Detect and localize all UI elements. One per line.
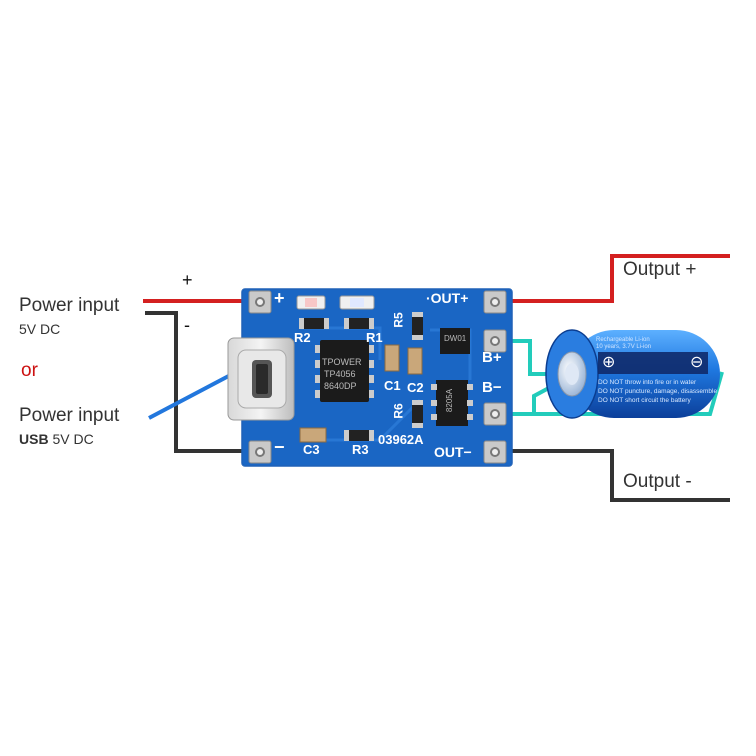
capacitor-c3 — [299, 427, 327, 443]
battery-plus-symbol: ⊕ — [602, 354, 616, 371]
input-blue-wire — [148, 368, 241, 420]
pcb-board — [241, 288, 513, 467]
board-code-label: 03962A — [378, 432, 424, 447]
chip-code-label: 8640DP — [324, 381, 357, 391]
power-input-2-label: Power input — [19, 405, 120, 426]
board-r5-label: R5 — [391, 312, 406, 328]
board-r3-label: R3 — [352, 442, 369, 457]
tp4056-chip — [315, 340, 374, 402]
board-pad-plus-label: + — [274, 288, 285, 308]
pad-b-plus[interactable] — [483, 329, 507, 353]
or-label: or — [21, 360, 38, 381]
pad-b-minus[interactable] — [483, 402, 507, 426]
board-c2-label: C2 — [407, 380, 424, 395]
chip-brand-label: TPOWER — [322, 357, 362, 367]
battery-warning-2: DO NOT puncture, damage, disassemble — [598, 388, 718, 395]
pad-in-minus[interactable] — [248, 440, 272, 464]
capacitor-c1 — [384, 344, 400, 372]
dw01-chip — [440, 328, 470, 354]
input-black-wire — [145, 311, 258, 453]
board-c1-label: C1 — [384, 378, 401, 393]
board-r2-label: R2 — [294, 330, 311, 345]
usb-label: USB — [19, 431, 49, 447]
board-out-minus-label: OUT− — [434, 444, 472, 460]
battery-warning-3: DO NOT short circuit the battery — [598, 397, 691, 404]
battery-minus-symbol: ⊖ — [690, 354, 704, 371]
output-red-wire — [495, 254, 730, 303]
mosfet-8205a — [436, 380, 468, 426]
board-b-plus-label: B+ — [482, 349, 502, 366]
capacitor-c2 — [407, 347, 423, 375]
pad-out-minus[interactable] — [483, 440, 507, 464]
micro-usb-port[interactable] — [227, 337, 295, 421]
board-b-minus-label: B− — [482, 379, 502, 396]
chip-model-label: TP4056 — [324, 369, 356, 379]
resistor-r6 — [412, 404, 423, 424]
power-input-2-sub-text: 5V DC — [48, 431, 94, 447]
resistor-r5 — [412, 316, 423, 336]
dw01-label: DW01 — [444, 334, 467, 343]
resistor-r2 — [303, 318, 325, 329]
board-c3-label: C3 — [303, 442, 320, 457]
pad-in-plus[interactable] — [248, 290, 272, 314]
output-plus-label: Output + — [623, 259, 697, 280]
mosfet-label: 8205A — [445, 388, 455, 413]
plus-sign-label: + — [182, 270, 193, 290]
output-black-wire — [495, 449, 730, 502]
board-pad-minus-label: − — [274, 437, 285, 457]
power-input-2-sub: USB 5V DC — [19, 431, 94, 447]
battery-warning-1: DO NOT throw into fire or in water — [598, 379, 697, 386]
output-minus-label: Output - — [623, 471, 692, 492]
power-input-1-label: Power input — [19, 295, 120, 316]
resistor-r1 — [348, 318, 370, 329]
board-r1-label: R1 — [366, 330, 383, 345]
resistor-r3 — [348, 430, 370, 441]
board-r6-label: R6 — [391, 403, 406, 419]
board-out-plus-label: ·OUT+ — [426, 290, 469, 306]
battery-text-1: Rechargeable Li-ion — [596, 337, 650, 343]
minus-sign-label: - — [184, 315, 190, 335]
pad-out-plus[interactable] — [483, 290, 507, 314]
battery-text-2: 10 years, 3.7V Li-ion — [596, 344, 652, 350]
battery-cell — [545, 329, 720, 419]
power-input-1-sub: 5V DC — [19, 321, 61, 337]
